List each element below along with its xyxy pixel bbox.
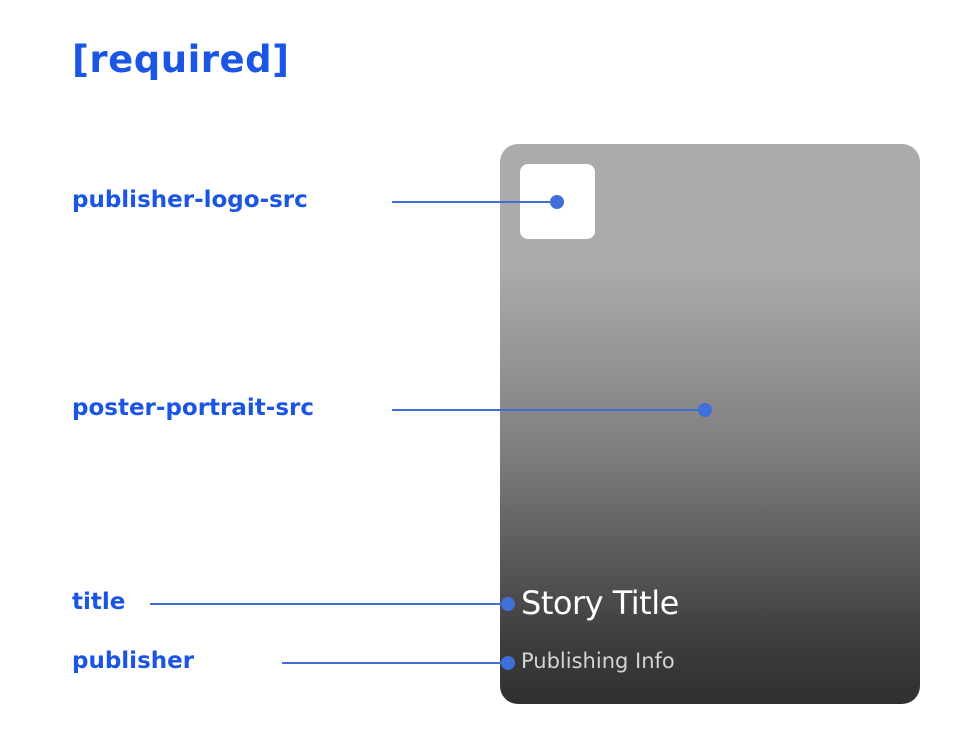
label-publisher-logo-src: publisher-logo-src — [72, 187, 308, 213]
label-poster-portrait-src: poster-portrait-src — [72, 395, 314, 421]
label-publisher: publisher — [72, 648, 195, 674]
story-card: Story Title Publishing Info — [500, 144, 920, 704]
publishing-info: Publishing Info — [521, 649, 675, 673]
label-title: title — [72, 589, 126, 615]
required-heading: [required] — [72, 38, 290, 81]
story-title: Story Title — [521, 584, 679, 622]
publisher-logo-placeholder — [520, 164, 595, 239]
